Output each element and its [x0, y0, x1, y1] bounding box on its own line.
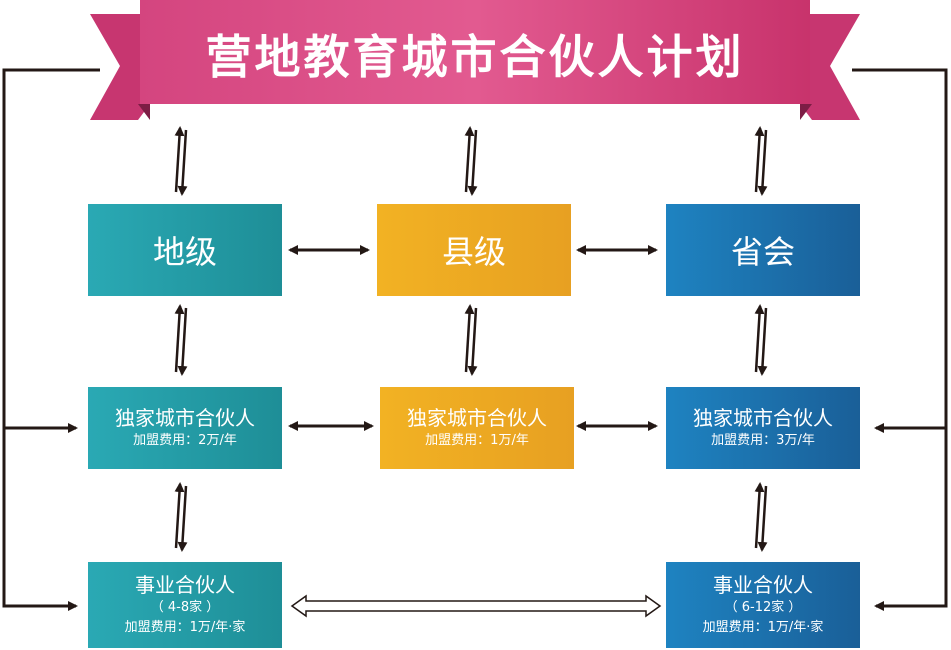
exclusive-prefecture: 独家城市合伙人 加盟费用：2万/年	[88, 387, 282, 469]
link-business-hollow	[290, 594, 662, 618]
left-frame-line	[2, 68, 100, 611]
exclusive-county: 独家城市合伙人 加盟费用：1万/年	[380, 387, 574, 469]
level-county-label: 县级	[441, 233, 506, 271]
business-prefecture: 事业合伙人 （ 4-8家 ） 加盟费用：1万/年·家	[88, 562, 282, 648]
level-province: 省会	[666, 204, 860, 296]
title-banner	[90, 0, 860, 120]
business-province-name: 事业合伙人	[713, 573, 813, 597]
exclusive-prefecture-fee: 加盟费用：2万/年	[133, 433, 237, 448]
banner-right-tail	[800, 14, 860, 120]
exclusive-county-name: 独家城市合伙人	[407, 406, 547, 430]
level-prefecture: 地级	[88, 204, 282, 296]
right-frame-line	[852, 68, 948, 611]
level-province-label: 省会	[730, 233, 795, 271]
business-prefecture-fee: 加盟费用：1万/年·家	[124, 620, 246, 635]
business-prefecture-count: （ 4-8家 ）	[150, 600, 220, 615]
exclusive-province: 独家城市合伙人 加盟费用：3万/年	[666, 387, 860, 469]
business-province-fee: 加盟费用：1万/年·家	[702, 620, 824, 635]
level-county: 县级	[377, 204, 571, 296]
business-prefecture-name: 事业合伙人	[135, 573, 235, 597]
exclusive-province-name: 独家城市合伙人	[693, 406, 833, 430]
exclusive-county-fee: 加盟费用：1万/年	[425, 433, 529, 448]
banner-left-tail	[90, 14, 150, 120]
page-title: 营地教育城市合伙人计划	[205, 30, 745, 84]
exclusive-prefecture-name: 独家城市合伙人	[115, 406, 255, 430]
banner-main	[140, 0, 810, 104]
exclusive-province-fee: 加盟费用：3万/年	[711, 433, 815, 448]
level-prefecture-label: 地级	[152, 233, 217, 271]
business-province-count: （ 6-12家 ）	[724, 600, 802, 615]
business-province: 事业合伙人 （ 6-12家 ） 加盟费用：1万/年·家	[666, 562, 860, 648]
